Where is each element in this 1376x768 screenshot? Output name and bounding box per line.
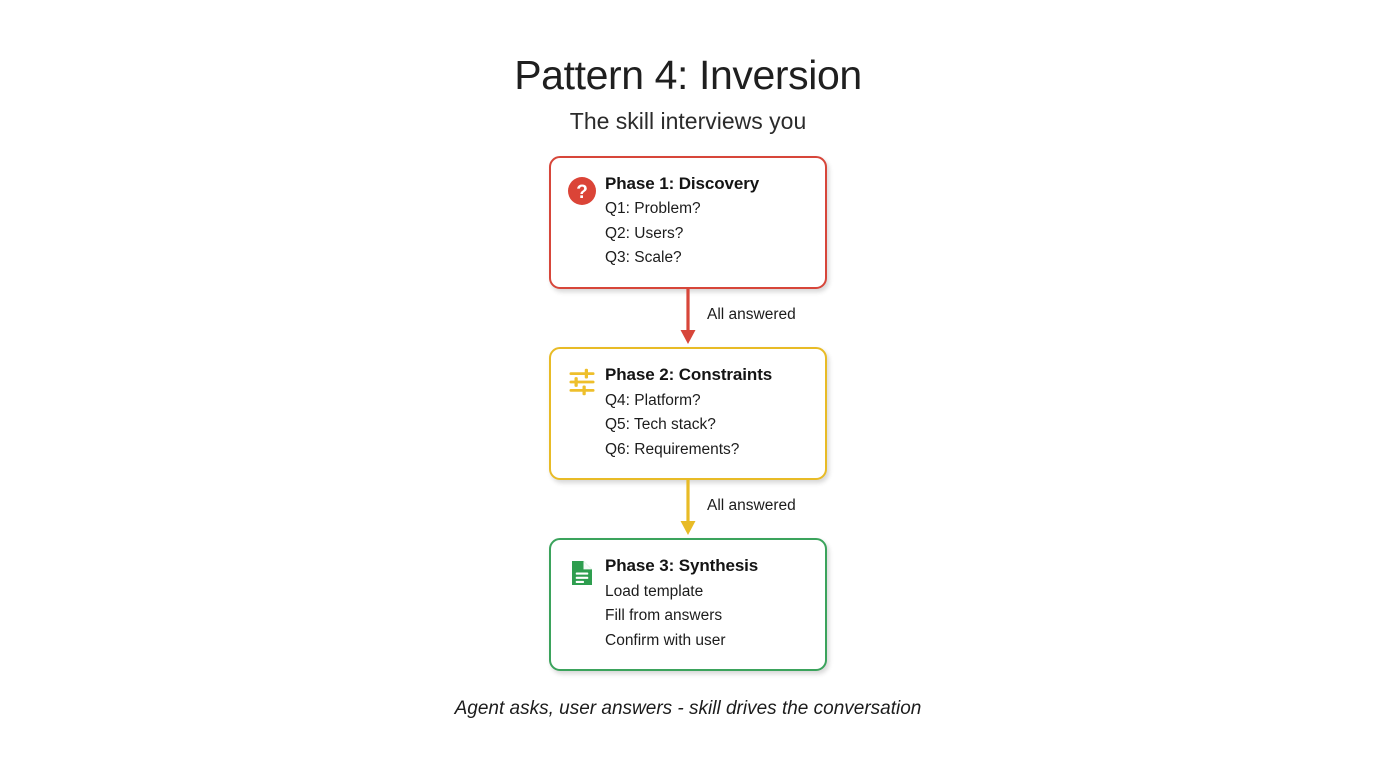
arrow-down-icon [680,480,696,536]
svg-text:?: ? [576,182,588,203]
phase-card-synthesis[interactable]: Phase 3: Synthesis Load template Fill fr… [549,538,827,672]
phase-title: Phase 2: Constraints [605,364,773,384]
connector-label: All answered [707,497,796,515]
page-subtitle: The skill interviews you [569,108,807,135]
phase-card-constraints[interactable]: Phase 2: Constraints Q4: Platform? Q5: T… [549,346,827,481]
phase-title: Phase 3: Synthesis [605,556,759,576]
phase-line-list: Load template Fill from answers Confirm … [605,580,809,654]
flow-diagram: ? Phase 1: Discovery Q1: Problem? Q2: Us… [549,155,827,672]
phase-card-body: Phase 2: Constraints Q4: Platform? Q5: T… [605,363,809,462]
phase-line: Q6: Requirements? [605,440,740,458]
arrow-down-icon [680,288,696,344]
document-icon [565,556,599,590]
phase-line: Confirm with user [605,631,726,649]
connector-discovery-to-constraints: All answered [549,288,827,347]
sliders-tune-icon [565,365,599,399]
connector-constraints-to-synthesis: All answered [549,480,827,538]
phase-line: Q5: Tech stack? [605,416,716,434]
question-mark-circle-icon: ? [565,174,599,208]
phase-card-discovery[interactable]: ? Phase 1: Discovery Q1: Problem? Q2: Us… [549,155,827,289]
phase-line-list: Q1: Problem? Q2: Users? Q3: Scale? [605,197,809,271]
connector-label: All answered [707,305,796,323]
phase-line: Q3: Scale? [605,249,682,267]
phase-card-body: Phase 3: Synthesis Load template Fill fr… [605,554,809,653]
phase-title: Phase 1: Discovery [605,173,760,193]
phase-line: Q4: Platform? [605,391,701,409]
phase-line: Fill from answers [605,607,723,625]
phase-card-body: Phase 1: Discovery Q1: Problem? Q2: User… [605,172,809,271]
phase-line: Q1: Problem? [605,200,701,218]
phase-line-list: Q4: Platform? Q5: Tech stack? Q6: Requir… [605,389,809,463]
phase-line: Load template [605,582,704,600]
footer-caption: Agent asks, user answers - skill drives … [454,698,922,720]
phase-line: Q2: Users? [605,224,684,242]
page-title: Pattern 4: Inversion [514,52,862,98]
